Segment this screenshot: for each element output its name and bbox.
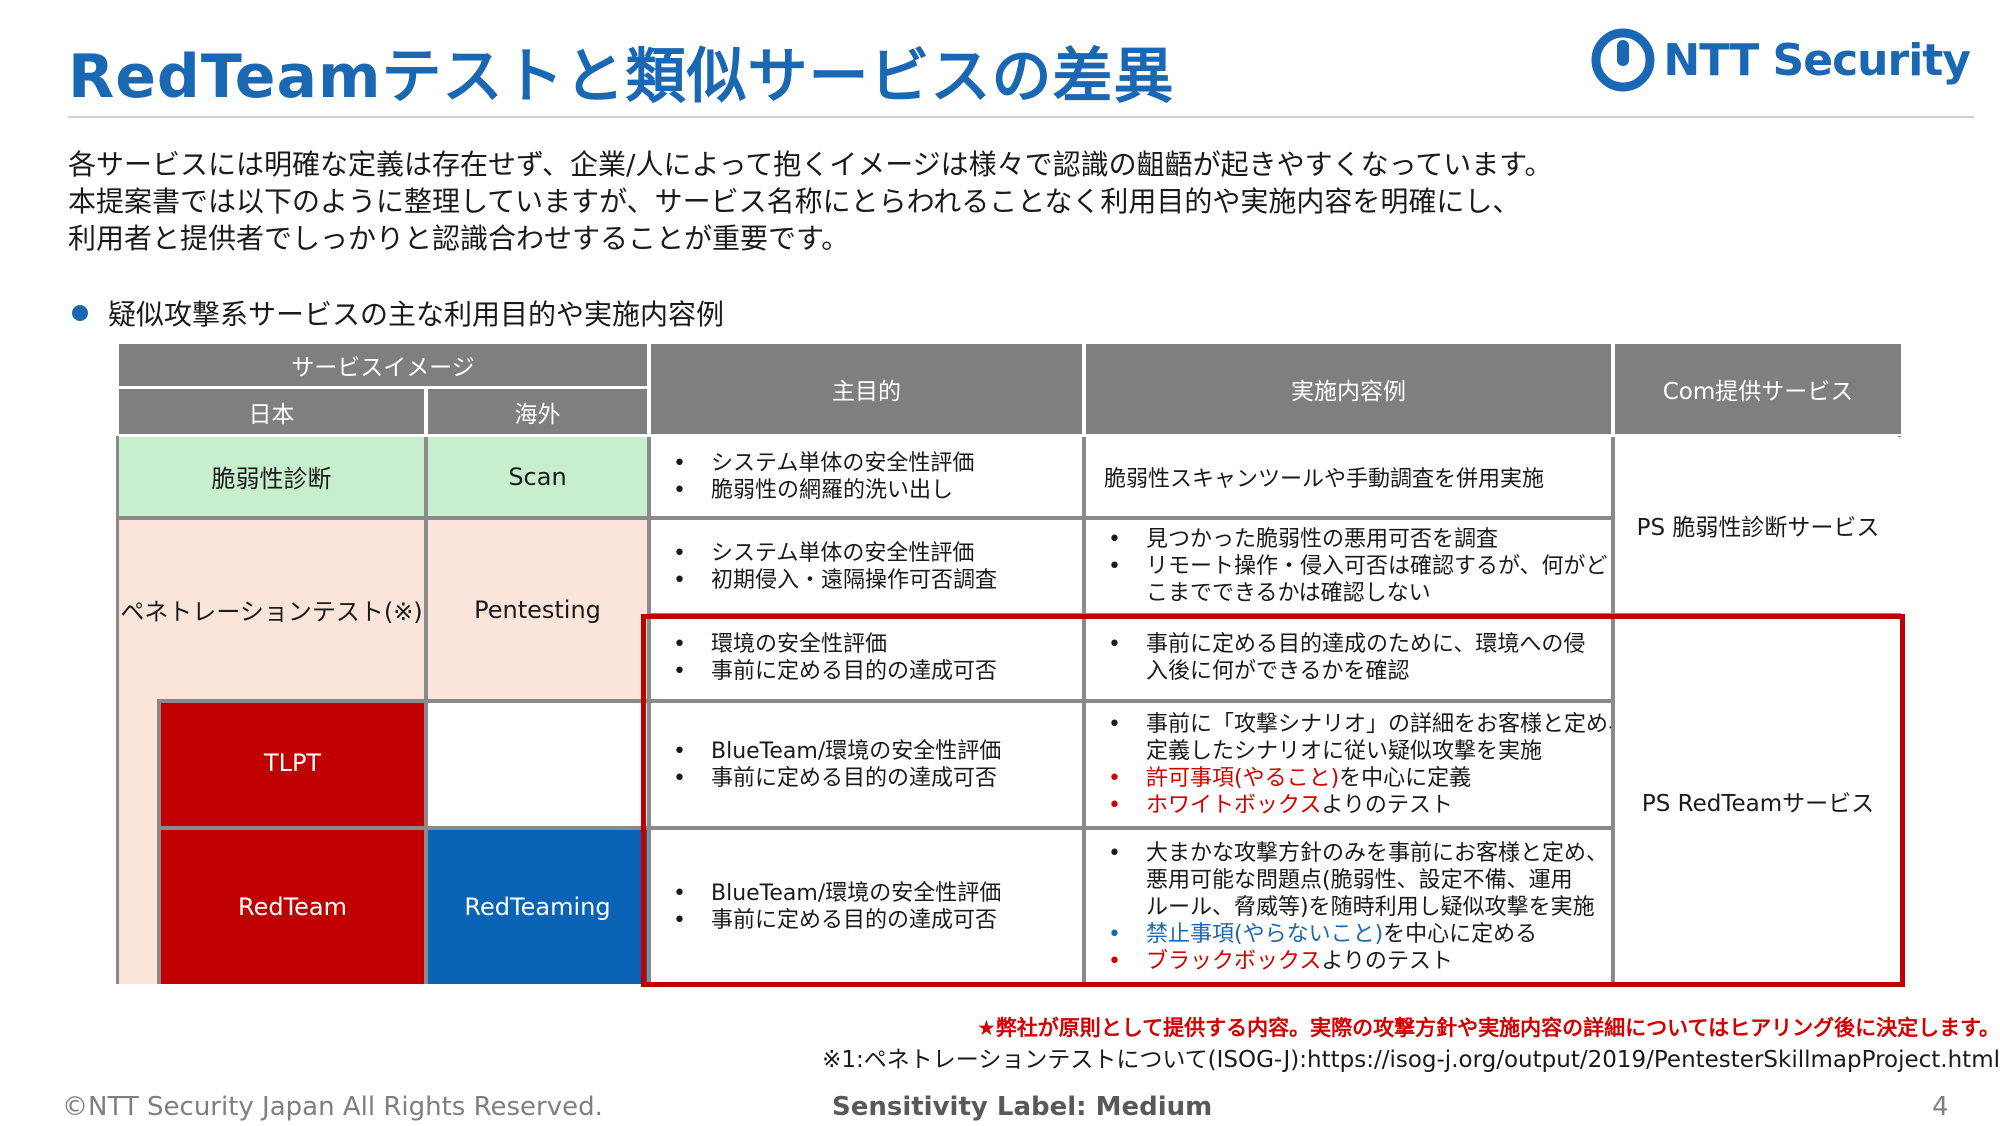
- logo-text: NTT Security: [1663, 34, 1971, 86]
- red-note: ★弊社が原則として提供する内容。実際の攻撃方針や実施内容の詳細についてはヒアリン…: [976, 1016, 2000, 1040]
- item-rest: よりのテスト: [1321, 792, 1453, 818]
- list-item: ホワイトボックスよりのテスト: [1104, 792, 1630, 819]
- grid-line: [119, 516, 1611, 520]
- intro-line: 利用者と提供者でしっかりと認識合わせすることが重要です。: [68, 222, 850, 255]
- label-tlpt: TLPT: [161, 699, 424, 826]
- continuation-text: こまでできるかは確認しない: [1146, 581, 1431, 606]
- service-ps-redteam: PS RedTeamサービス: [1615, 617, 1901, 984]
- grid-line: [161, 826, 1611, 830]
- grid-line: [1611, 437, 1615, 984]
- continuation-text: ルール、脅威等)を随時利用し疑似攻撃を実施: [1146, 894, 1595, 920]
- list-item: 事前に定める目的達成のために、環境への侵: [1104, 631, 1585, 658]
- list-item: BlueTeam/環境の安全性評価: [669, 880, 1001, 907]
- item-rest: を中心に定義: [1339, 765, 1472, 791]
- list-item: 事前に定める目的の達成可否: [669, 907, 1001, 934]
- footer-sensitivity: Sensitivity Label: Medium: [832, 1092, 1213, 1122]
- list-item: 環境の安全性評価: [669, 631, 997, 658]
- list-item: BlueTeam/環境の安全性評価: [669, 738, 1001, 765]
- intro-text: 各サービスには明確な定義は存在せず、企業/人によって抱くイメージは様々で認識の齟…: [68, 146, 1552, 257]
- list-item: 事前に定める目的の達成可否: [669, 658, 997, 685]
- highlight-red: 許可事項(やること): [1146, 765, 1340, 791]
- row5-purpose: BlueTeam/環境の安全性評価 事前に定める目的の達成可否: [651, 830, 1082, 984]
- row1-examples: 脆弱性スキャンツールや手動調査を併用実施: [1086, 437, 1611, 516]
- item-rest: を中心に定める: [1383, 921, 1538, 947]
- row3-purpose: 環境の安全性評価 事前に定める目的の達成可否: [651, 617, 1082, 699]
- service-ps-vuln: PS 脆弱性診断サービス: [1615, 437, 1901, 613]
- header-service-image: サービスイメージ: [119, 344, 647, 386]
- list-item: システム単体の安全性評価: [669, 450, 974, 477]
- label-redteaming: RedTeaming: [428, 830, 647, 984]
- list-item: 禁止事項(やらないこと)を中心に定める: [1104, 921, 1608, 948]
- highlight-red: ホワイトボックス: [1146, 792, 1322, 818]
- list-item-continuation: 定義したシナリオに従い疑似攻撃を実施: [1104, 738, 1630, 765]
- grid-line: [424, 437, 428, 984]
- overseas-empty: [428, 699, 647, 826]
- footer-copyright: ©NTT Security Japan All Rights Reserved.: [62, 1092, 603, 1122]
- header-purpose: 主目的: [651, 344, 1082, 434]
- highlight-red: ブラックボックス: [1146, 948, 1322, 974]
- list-item: 許可事項(やること)を中心に定義: [1104, 765, 1630, 792]
- intro-line: 本提案書では以下のように整理していますが、サービス名称にとらわれることなく利用目…: [68, 185, 1521, 218]
- list-item: 大まかな攻撃方針のみを事前にお客様と定め、: [1104, 840, 1608, 867]
- list-item: 事前に「攻撃シナリオ」の詳細をお客様と定め、: [1104, 711, 1630, 738]
- continuation-text: 定義したシナリオに従い疑似攻撃を実施: [1146, 738, 1543, 764]
- list-item: システム単体の安全性評価: [669, 540, 997, 567]
- continuation-text: 入後に何ができるかを確認: [1146, 659, 1410, 684]
- grid-line: [651, 613, 1611, 617]
- row4-purpose: BlueTeam/環境の安全性評価 事前に定める目的の達成可否: [651, 703, 1082, 826]
- pentest-indent: [119, 699, 161, 984]
- row2-purpose: システム単体の安全性評価 初期侵入・遠隔操作可否調査: [651, 520, 1082, 613]
- page-number: 4: [1932, 1092, 1949, 1122]
- header-divider: [68, 116, 1974, 118]
- label-redteam: RedTeam: [161, 830, 424, 984]
- list-item-continuation: こまでできるかは確認しない: [1104, 580, 1608, 607]
- list-item: ブラックボックスよりのテスト: [1104, 948, 1608, 975]
- section-heading: 疑似攻撃系サービスの主な利用目的や実施内容例: [68, 293, 724, 333]
- section-heading-text: 疑似攻撃系サービスの主な利用目的や実施内容例: [108, 298, 725, 331]
- grid-line: [157, 699, 161, 984]
- list-item: 事前に定める目的の達成可否: [669, 765, 1001, 792]
- intro-line: 各サービスには明確な定義は存在せず、企業/人によって抱くイメージは様々で認識の齟…: [68, 148, 1553, 181]
- header-overseas: 海外: [428, 389, 647, 434]
- list-item: リモート操作・侵入可否は確認するが、何がど: [1104, 553, 1608, 580]
- grid-line: [1615, 613, 1901, 617]
- list-item: 初期侵入・遠隔操作可否調査: [669, 567, 997, 594]
- row1-purpose: システム単体の安全性評価 脆弱性の網羅的洗い出し: [651, 437, 1082, 516]
- row3-examples: 事前に定める目的達成のために、環境への侵 入後に何ができるかを確認: [1086, 617, 1611, 699]
- ntt-security-logo: NTT Security: [1591, 28, 1971, 92]
- grid-line: [1082, 437, 1086, 984]
- reference-note: ※1:ペネトレーションテストについて(ISOG-J):https://isog-…: [822, 1047, 2000, 1073]
- header-japan: 日本: [119, 389, 424, 434]
- continuation-text: 悪用可能な問題点(脆弱性、設定不備、運用: [1146, 867, 1573, 893]
- grid-line: [647, 437, 651, 984]
- header-examples: 実施内容例: [1086, 344, 1611, 434]
- list-item: 見つかった脆弱性の悪用可否を調査: [1104, 526, 1608, 553]
- ntt-logo-icon: [1591, 28, 1655, 92]
- page-title: RedTeamテストと類似サービスの差異: [68, 42, 1175, 112]
- list-item-continuation: 入後に何ができるかを確認: [1104, 658, 1585, 685]
- label-pentesting: Pentesting: [428, 520, 647, 699]
- grid-line: [161, 699, 1611, 703]
- row4-examples: 事前に「攻撃シナリオ」の詳細をお客様と定め、 定義したシナリオに従い疑似攻撃を実…: [1086, 703, 1630, 826]
- highlight-blue: 禁止事項(やらないこと): [1146, 921, 1384, 947]
- row2-examples: 見つかった脆弱性の悪用可否を調査 リモート操作・侵入可否は確認するが、何がど こ…: [1086, 520, 1611, 613]
- list-item: 脆弱性の網羅的洗い出し: [669, 477, 974, 504]
- label-vuln-diag: 脆弱性診断: [119, 437, 424, 516]
- list-item-continuation: 悪用可能な問題点(脆弱性、設定不備、運用: [1104, 867, 1608, 894]
- bullet-dot-icon: [72, 305, 88, 321]
- row1-example-text: 脆弱性スキャンツールや手動調査を併用実施: [1104, 466, 1545, 492]
- list-item-continuation: ルール、脅威等)を随時利用し疑似攻撃を実施: [1104, 894, 1608, 921]
- label-scan: Scan: [428, 437, 647, 516]
- item-rest: よりのテスト: [1321, 948, 1453, 974]
- header-com-service: Com提供サービス: [1615, 344, 1901, 434]
- label-pentest: ペネトレーションテスト(※): [119, 520, 424, 699]
- row5-examples: 大まかな攻撃方針のみを事前にお客様と定め、 悪用可能な問題点(脆弱性、設定不備、…: [1086, 830, 1611, 984]
